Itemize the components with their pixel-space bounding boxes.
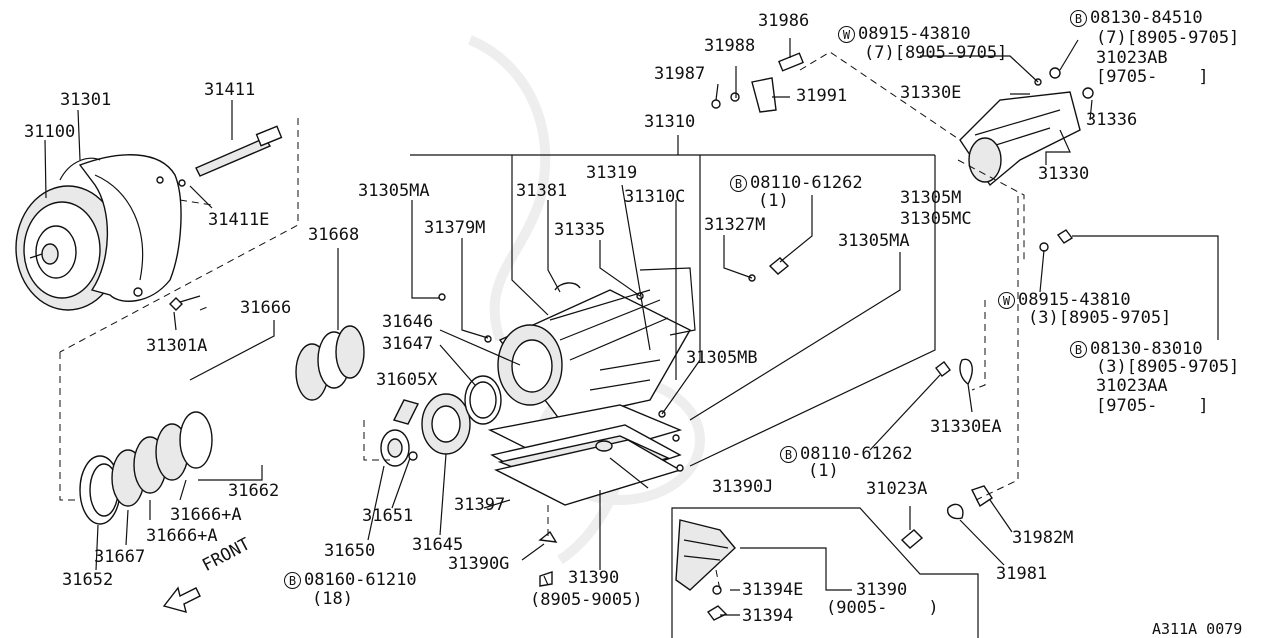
clutch-pack [79, 325, 365, 525]
bolt-mark-icon: B [730, 175, 747, 192]
callout-alt-part: 31023AB [1096, 48, 1168, 68]
drawing-code: A311A 0079 [1152, 620, 1243, 638]
front-arrow-icon [162, 586, 201, 613]
label-31305MA-right: 31305MA [838, 231, 910, 251]
label-31330E: 31330E [900, 83, 962, 103]
label-31390J: 31390J [712, 477, 774, 497]
label-31330: 31330 [1038, 164, 1090, 184]
bolt-mark-icon: B [1070, 341, 1087, 358]
label-31301: 31301 [60, 90, 112, 110]
control-lever-parts [711, 52, 804, 113]
callout-qty: (1) [758, 191, 789, 211]
label-31394: 31394 [742, 606, 794, 626]
callout-part: 08110-61262 [800, 444, 913, 464]
label-31394E: 31394E [742, 580, 804, 600]
label-31301A: 31301A [146, 336, 208, 356]
oil-pan [487, 404, 683, 506]
label-31647: 31647 [382, 334, 434, 354]
callout-note: (3)[8905-9705] [1028, 308, 1172, 328]
label-31987: 31987 [654, 64, 706, 84]
converter-housing [59, 154, 182, 302]
small-parts-left [380, 375, 502, 467]
callout-alt-part: 31023AA [1096, 376, 1168, 396]
label-31986: 31986 [758, 11, 810, 31]
transmission-case [497, 267, 696, 421]
input-shaft [178, 125, 283, 187]
label-31381: 31381 [516, 181, 568, 201]
label-31330EA: 31330EA [930, 417, 1002, 437]
label-31666-a-1: 31666+A [170, 505, 242, 525]
label-31666: 31666 [240, 298, 292, 318]
bolt-mark-icon: B [1070, 10, 1087, 27]
label-31023A: 31023A [866, 479, 928, 499]
label-31390: 31390 [568, 568, 620, 588]
label-31666-a-2: 31666+A [146, 526, 218, 546]
callout-part: 08160-61210 [304, 570, 417, 590]
phantom-lines [59, 51, 1025, 591]
label-31988: 31988 [704, 36, 756, 56]
bolt-mark-icon: B [284, 572, 301, 589]
callout-part: 08915-43810 [858, 24, 971, 44]
label-31646: 31646 [382, 312, 434, 332]
label-31662: 31662 [228, 481, 280, 501]
washer-mark-icon: W [998, 292, 1015, 309]
label-31645: 31645 [412, 535, 464, 555]
label-31411: 31411 [204, 80, 256, 100]
label-31379M: 31379M [424, 218, 486, 238]
label-31327M: 31327M [704, 215, 766, 235]
callout-part: 08915-43810 [1018, 290, 1131, 310]
label-31390-inset-range: (9005- ) [826, 598, 939, 618]
callout-part: 08130-84510 [1090, 8, 1203, 28]
label-31667: 31667 [94, 547, 146, 567]
label-31390-inset: 31390 [856, 580, 908, 600]
callout-note: (7)[8905-9705] [1096, 28, 1240, 48]
torque-converter [15, 185, 121, 311]
label-31310C: 31310C [624, 187, 686, 207]
callout-part: 08130-83010 [1090, 339, 1203, 359]
callout-alt-range: [9705- ] [1096, 67, 1209, 87]
label-31605X: 31605X [376, 370, 438, 390]
label-31336: 31336 [1086, 110, 1138, 130]
label-31981: 31981 [996, 564, 1048, 584]
label-31652: 31652 [62, 570, 114, 590]
callout-part: 08110-61262 [750, 173, 863, 193]
label-31651: 31651 [362, 506, 414, 526]
extension-housing [959, 67, 1094, 187]
label-31650: 31650 [324, 541, 376, 561]
callout-qty: (18) [312, 589, 353, 609]
label-31411E: 31411E [208, 210, 270, 230]
label-31305MC: 31305MC [900, 209, 972, 229]
bolt-31301A [169, 295, 201, 311]
label-31305MB: 31305MB [686, 348, 758, 368]
label-31335: 31335 [554, 220, 606, 240]
label-31100: 31100 [24, 122, 76, 142]
washer-mark-icon: W [838, 26, 855, 43]
label-31982M: 31982M [1012, 528, 1074, 548]
label-31319: 31319 [586, 163, 638, 183]
label-31991: 31991 [796, 86, 848, 106]
label-31397: 31397 [454, 495, 506, 515]
inset-detail [671, 507, 979, 638]
label-31390-range: (8905-9005) [530, 590, 643, 610]
callout-alt-range: [9705- ] [1096, 396, 1209, 416]
callout-note: (7)[8905-9705] [864, 43, 1008, 63]
label-31668: 31668 [308, 225, 360, 245]
label-31390G: 31390G [448, 554, 510, 574]
callout-note: (3)[8905-9705] [1096, 357, 1240, 377]
label-31305M: 31305M [900, 188, 962, 208]
bolt-mark-icon: B [780, 446, 797, 463]
leader-lines [44, 38, 1219, 616]
callout-qty: (1) [808, 461, 839, 481]
label-31310: 31310 [644, 112, 696, 132]
label-31305MA-left: 31305MA [358, 181, 430, 201]
